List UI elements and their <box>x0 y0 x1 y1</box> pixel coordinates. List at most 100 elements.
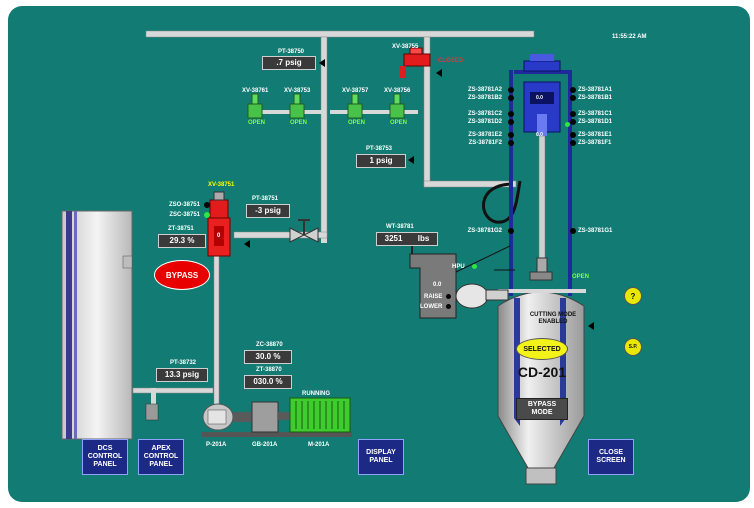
raise-button[interactable] <box>446 294 451 299</box>
coupling <box>233 412 251 422</box>
wt-38781-tag: WT-38781 <box>386 224 414 230</box>
raise-label: RAISE <box>424 294 443 300</box>
xv-38751-valve[interactable] <box>208 192 230 256</box>
zs-38781a2-indicator <box>508 87 514 93</box>
cutter-indicator <box>565 122 570 127</box>
hpu-indicator <box>472 264 477 269</box>
zs-38781c1-tag: ZS-38781C1 <box>578 111 613 117</box>
pt-38732-value[interactable]: 13.3 psig <box>156 368 208 382</box>
close-screen-button[interactable]: CLOSE SCREEN <box>588 439 634 475</box>
bunker-stripe <box>66 211 72 439</box>
dcs-control-panel-button[interactable]: DCS CONTROL PANEL <box>82 439 128 475</box>
zs-38781f1-tag: ZS-38781F1 <box>578 140 612 146</box>
zt-38870-value[interactable]: 030.0 % <box>244 375 292 389</box>
pump-p-201a[interactable] <box>203 404 233 432</box>
pointer-arrow-icon <box>319 59 325 67</box>
help-icon[interactable]: ? <box>624 287 642 305</box>
xv-38757-valve[interactable] <box>348 94 362 118</box>
xv-38751-position: 0 <box>217 233 221 239</box>
zs-38781c2-indicator <box>508 111 514 117</box>
xv-38755-valve-graphic <box>400 47 431 78</box>
bypass-button[interactable]: BYPASS <box>154 260 210 290</box>
gearbox-body <box>251 401 279 433</box>
motor-m-201a[interactable] <box>290 398 350 432</box>
zt-38751-value[interactable]: 29.3 % <box>158 234 206 248</box>
skid-base <box>202 432 352 437</box>
display-panel-button[interactable]: DISPLAY PANEL <box>358 439 404 475</box>
process-graphic <box>61 30 586 485</box>
zs-38781e1-indicator <box>570 132 576 138</box>
zt-38751-tag: ZT-38751 <box>168 226 194 232</box>
zs-38781b1-indicator <box>570 95 576 101</box>
pipe <box>330 110 418 114</box>
cutter-value-top: 0.0 <box>536 95 543 101</box>
zs-38781c1-indicator <box>570 111 576 117</box>
hpu-label: HPU <box>452 264 465 270</box>
zs-38781a1-indicator <box>570 87 576 93</box>
xv-38761-tag: XV-38761 <box>242 88 269 94</box>
zs-38781d1-tag: ZS-38781D1 <box>578 119 613 125</box>
zc-38870-value[interactable]: 30.0 % <box>244 350 292 364</box>
xv-38753-valve[interactable] <box>290 94 304 118</box>
zs-38781a1-tag: ZS-38781A1 <box>578 87 613 93</box>
pt-38753-value[interactable]: 1 psig <box>356 154 406 168</box>
pt-38751-tag: PT-38751 <box>252 196 279 202</box>
setpoint-icon[interactable]: S.P. <box>624 338 642 356</box>
pipe <box>151 388 156 406</box>
apex-control-panel-button[interactable]: APEX CONTROL PANEL <box>138 439 184 475</box>
xv-38756-status: OPEN <box>390 120 408 126</box>
selected-button[interactable]: SELECTED <box>516 338 568 360</box>
pipe <box>320 36 328 238</box>
pt-38750-value[interactable]: .7 psig <box>262 56 316 70</box>
xv-38757-status: OPEN <box>348 120 366 126</box>
pointer-arrow-icon <box>244 240 250 248</box>
lower-button[interactable] <box>446 304 451 309</box>
bunker-stripe <box>74 211 77 439</box>
bunker-port <box>122 255 133 269</box>
hmi-screen: 11:55:22 AM PT-38750 .7 psig XV-38755 CL… <box>8 6 750 502</box>
pipe <box>132 387 214 394</box>
zs-38781f2-tag: ZS-38781F2 <box>468 140 502 146</box>
pt-38732-tag: PT-38732 <box>170 360 197 366</box>
xv-38753-tag: XV-38753 <box>284 88 311 94</box>
pointer-arrow-icon <box>588 322 594 330</box>
zs-38781e2-tag: ZS-38781E2 <box>468 132 502 138</box>
zs-38781f2-indicator <box>508 140 514 146</box>
zt-38870-tag: ZT-38870 <box>256 367 282 373</box>
zs-38781b2-indicator <box>508 95 514 101</box>
header-pipe <box>145 30 535 38</box>
xv-38751-tag: XV-38751 <box>208 182 235 188</box>
zs-38781c2-tag: ZS-38781C2 <box>467 111 502 117</box>
zs-38781g1-indicator <box>570 228 576 234</box>
zs-38781d2-tag: ZS-38781D2 <box>467 119 502 125</box>
zs-38781g1-tag: ZS-38781G1 <box>578 228 613 234</box>
zs-38781b1-tag: ZS-38781B1 <box>578 95 613 101</box>
xv-38761-valve[interactable] <box>248 94 262 118</box>
pt-38750-tag: PT-38750 <box>278 49 305 55</box>
wt-38781-value[interactable]: 3251 lbs <box>376 232 438 246</box>
hpu-unit <box>409 242 515 319</box>
manual-valve-graphic <box>289 219 319 243</box>
pt-38751-value[interactable]: -3 psig <box>246 204 290 218</box>
lower-label: LOWER <box>420 304 443 310</box>
valve-graphic <box>247 93 405 119</box>
xv-38756-valve[interactable] <box>390 94 404 118</box>
bypass-mode-indicator[interactable]: BYPASS MODE <box>516 398 568 420</box>
zsc-38751-tag: ZSC-38751 <box>169 212 200 218</box>
pointer-arrow-icon <box>408 156 414 164</box>
xv-38751-valve-graphic <box>207 191 231 257</box>
zso-38751-indicator <box>204 202 210 208</box>
zs-38781e1-tag: ZS-38781E1 <box>578 132 612 138</box>
cutter-value-mid: 0.0 <box>536 132 543 138</box>
xv-38755-valve[interactable] <box>404 52 430 80</box>
gearbox-label: GB-201A <box>252 442 278 448</box>
pointer-arrow-icon <box>436 69 442 77</box>
vessel-mode: CUTTING MODE ENABLED <box>529 312 577 325</box>
hose <box>482 180 522 224</box>
motor-label: M-201A <box>308 442 330 448</box>
hpu-value: 0.0 <box>433 282 442 288</box>
xv-38761-status: OPEN <box>248 120 266 126</box>
zs-38781g2-tag: ZS-38781G2 <box>467 228 502 234</box>
zs-38781d1-indicator <box>570 119 576 125</box>
pipe <box>213 253 220 415</box>
